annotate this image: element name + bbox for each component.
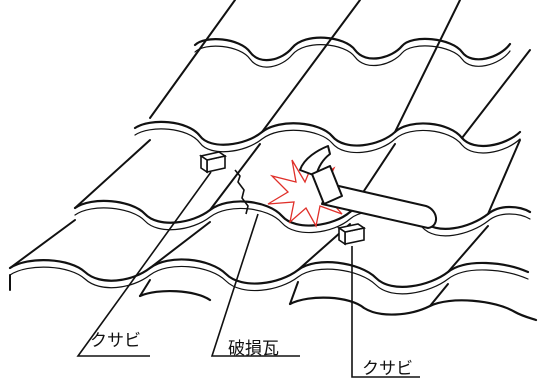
label-wedge-right: クサビ <box>362 359 413 379</box>
tile-row-2 <box>133 120 522 147</box>
label-wedge-left: クサビ <box>90 331 141 351</box>
tile-row-bottom <box>138 289 538 322</box>
tile-row-top <box>193 36 512 62</box>
starburst-icon <box>267 157 353 228</box>
wedge-left <box>198 151 228 174</box>
tile-crack <box>234 169 249 215</box>
tile-row-4 <box>8 258 530 288</box>
wedge-right <box>336 223 367 246</box>
leader-lines <box>76 171 420 378</box>
tile-rows <box>8 36 538 322</box>
hammer-icon <box>299 145 437 229</box>
label-broken-tile: 破損瓦 <box>228 339 279 359</box>
tile-row-3 <box>73 199 532 230</box>
tile-seams <box>9 0 531 307</box>
